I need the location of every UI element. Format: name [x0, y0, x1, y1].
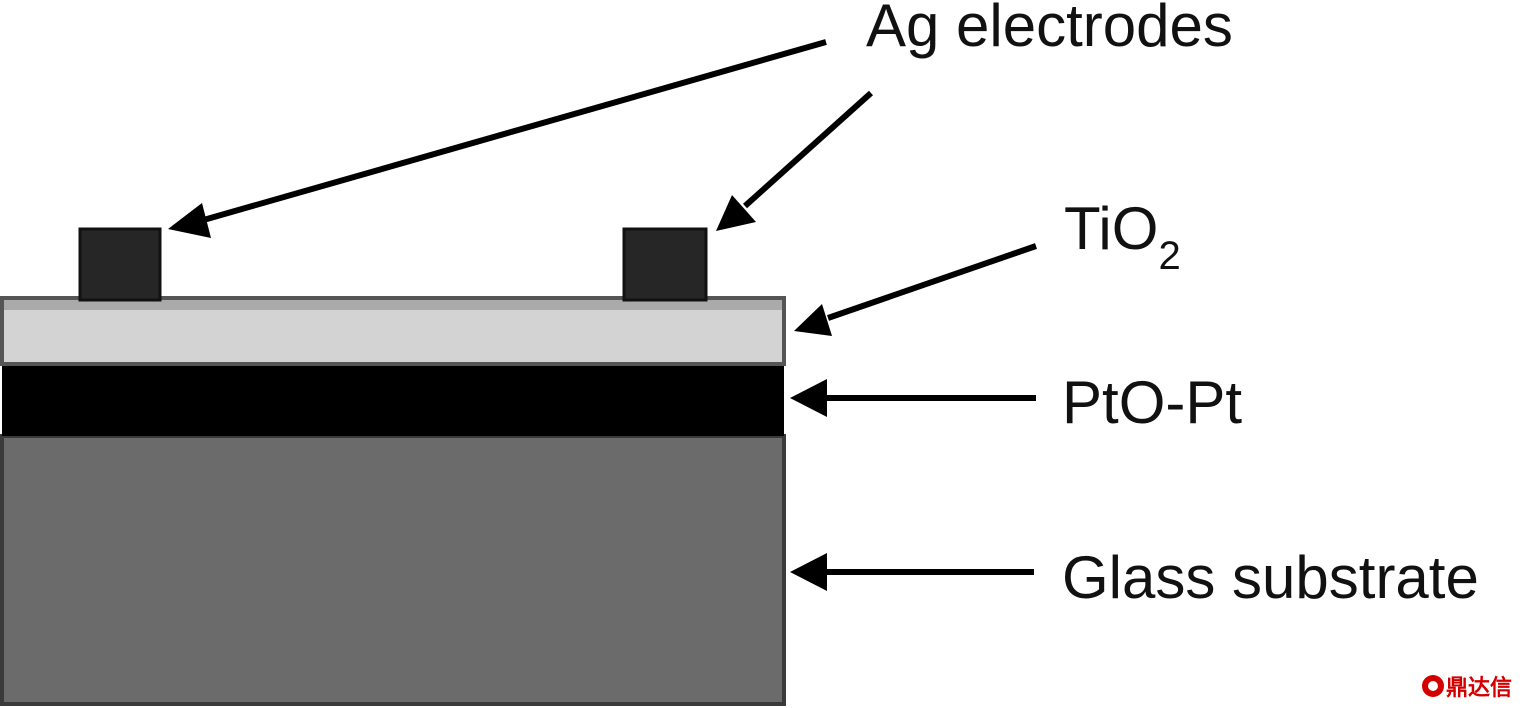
layer-stack: [0, 296, 786, 706]
pto-pt-layer: [2, 364, 784, 436]
watermark-logo: 鼎达信: [1422, 675, 1512, 701]
label-pto-pt: PtO-Pt: [1062, 369, 1242, 436]
arrow-glass-head: [790, 553, 827, 591]
label-tio2-subscript: 2: [1158, 234, 1180, 278]
glass-substrate-layer: [0, 434, 786, 706]
ag-electrodes: [78, 227, 708, 302]
arrow-tio2-shaft: [827, 243, 1037, 321]
arrow-tio2-head: [794, 304, 832, 336]
arrow-ag-left-shaft: [199, 39, 827, 224]
arrow-ag-left-head: [168, 203, 211, 238]
label-tio2: TiO2: [1064, 195, 1181, 278]
label-ag-electrodes: Ag electrodes: [866, 0, 1233, 59]
label-glass-substrate: Glass substrate: [1062, 544, 1479, 611]
arrow-pto-head: [790, 379, 827, 417]
label-tio2-main: TiO: [1064, 195, 1158, 262]
ag-electrode-right: [622, 227, 708, 302]
ag-electrode-left: [78, 227, 162, 302]
arrow-ag-right-shaft: [742, 90, 874, 209]
tio2-layer-top-shade: [4, 300, 782, 310]
pointer-arrows: [168, 39, 1037, 591]
watermark-text: 鼎达信: [1446, 675, 1512, 701]
arrow-ag-right-head: [716, 195, 756, 231]
